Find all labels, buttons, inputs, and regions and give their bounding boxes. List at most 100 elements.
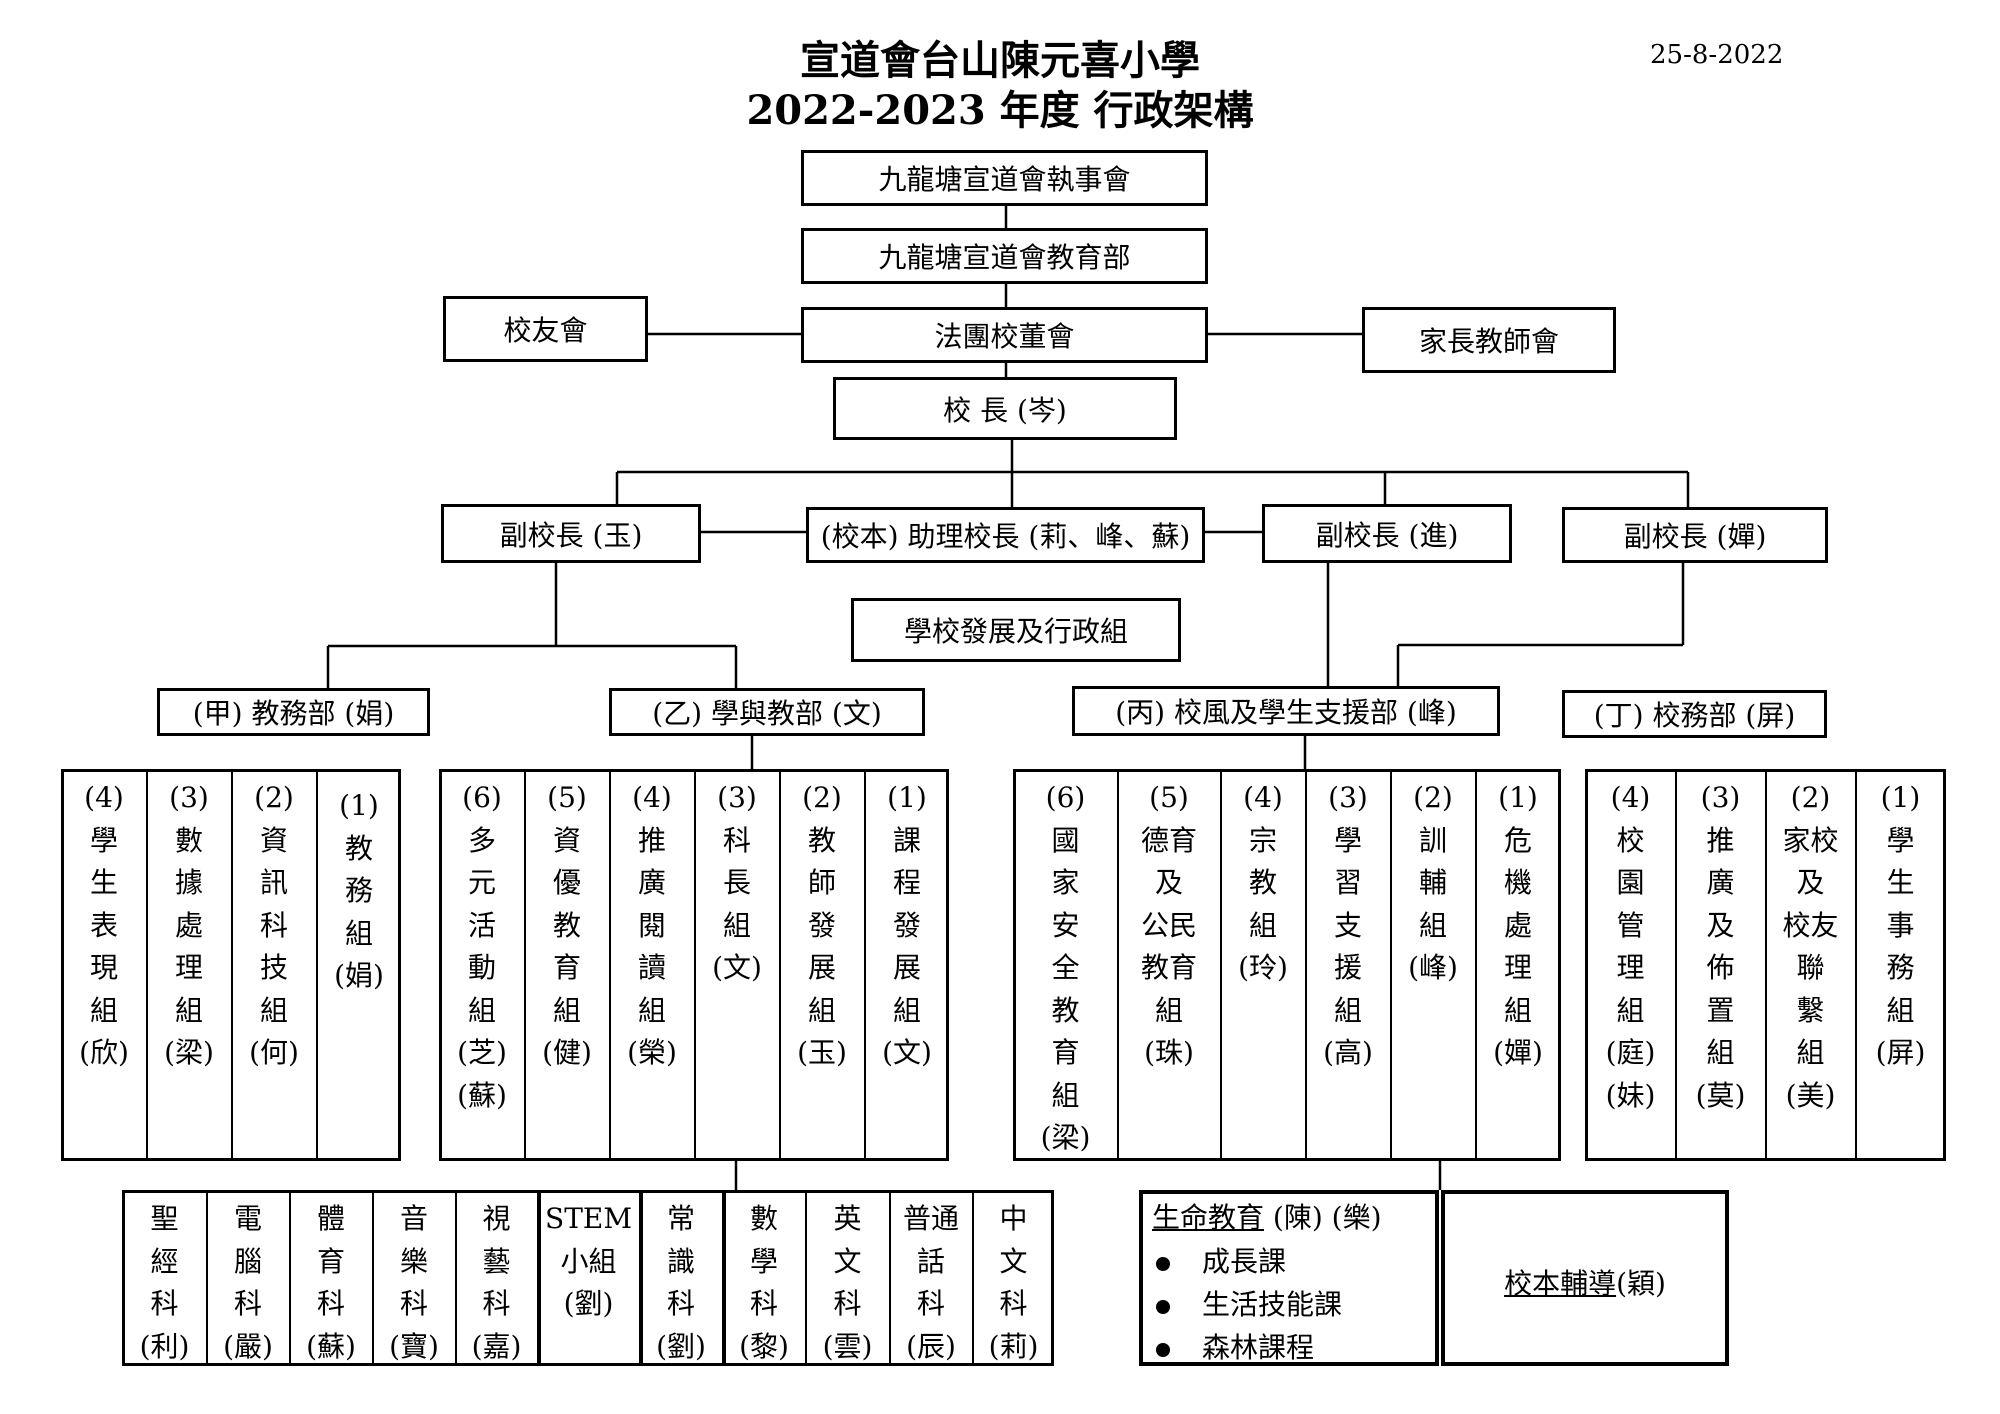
column-text: (娟) [334, 959, 384, 992]
column-text: 元 [467, 866, 496, 899]
column-text: 全 [1051, 951, 1080, 984]
column-text: (莫) [1695, 1078, 1746, 1112]
column-text: 教 [552, 908, 581, 942]
column-text: (4) [632, 781, 672, 814]
column-text: (5) [547, 781, 587, 814]
chinese-subject: 中文科(莉) [972, 1190, 1055, 1368]
column-text: 管 [1616, 908, 1645, 942]
column-text: 文 [999, 1244, 1028, 1278]
column-text: 園 [1616, 866, 1645, 899]
column-text: 腦 [233, 1244, 262, 1278]
column-text: 支 [1333, 908, 1362, 942]
column-text: 組 [637, 993, 666, 1027]
column-text: (1) [887, 781, 927, 814]
column-text: 展 [807, 951, 836, 984]
teacher-development-group: (2)教師發展組(玉) [779, 769, 865, 1075]
home-school-alumni-group: (2)家校及校友聯繫組(美) [1765, 769, 1856, 1117]
english-subject: 英文科(雲) [805, 1190, 890, 1368]
column-text: 處 [174, 908, 203, 942]
column-text: 育 [316, 1244, 345, 1278]
column-text: (6) [1045, 781, 1086, 814]
column-text: (妹) [1605, 1078, 1656, 1112]
moral-civic-education-group: (5)德育及公民教育組(珠) [1117, 769, 1221, 1075]
column-text: 生 [1886, 866, 1915, 899]
column-text: 課 [892, 823, 921, 857]
column-text: 科 [150, 1287, 179, 1320]
column-text: 教 [344, 831, 373, 865]
column-text: (5) [1149, 781, 1189, 814]
column-text: 識 [666, 1244, 695, 1278]
column-text: (蘇) [306, 1329, 356, 1363]
column-text: 理 [1616, 951, 1645, 984]
column-text: 教育 [1140, 951, 1197, 984]
column-text: 家校 [1782, 823, 1839, 857]
column-text: 科 [999, 1287, 1028, 1320]
alumni-box: 校友會 [443, 296, 648, 362]
learning-support-group: (3)學習支援組(高) [1305, 769, 1391, 1075]
column-text: 科 [833, 1287, 862, 1320]
dept-school-affairs-box: (丁) 校務部 (屏) [1562, 690, 1827, 738]
chart-subtitle: 2022-2023 年度 行政架構 [746, 87, 1254, 134]
column-text: 置 [1706, 993, 1735, 1027]
column-text: 務 [1886, 951, 1915, 984]
dept-student-support-box: (丙) 校風及學生支援部 (峰) [1072, 686, 1500, 736]
column-text: 組 [1796, 1036, 1825, 1069]
column-text: 組 [807, 993, 836, 1027]
column-text: 宗 [1248, 823, 1277, 857]
gifted-education-group: (5)資優教育組(健) [524, 769, 610, 1075]
column-text: (文) [712, 951, 762, 984]
column-text: (辰) [906, 1329, 956, 1363]
column-text: 援 [1333, 951, 1362, 984]
column-text: (2) [1413, 781, 1453, 814]
column-text: 據 [174, 866, 203, 899]
column-text: (寶) [389, 1329, 439, 1363]
column-text: 科 [916, 1287, 945, 1320]
column-text: (庭) [1605, 1036, 1656, 1069]
curriculum-development-group: (1) 課程發展組 (文) [864, 769, 950, 1075]
column-text: 及 [1796, 866, 1825, 899]
column-text: 音 [399, 1202, 428, 1235]
education-dept-box: 九龍塘宣道會教育部 [801, 228, 1208, 284]
column-text: (利) [139, 1329, 190, 1363]
column-text: 學 [89, 823, 118, 857]
column-text: (欣) [79, 1036, 129, 1069]
column-text: 師 [807, 866, 836, 899]
column-text: (榮) [627, 1036, 677, 1069]
campus-management-group: (4)校園管理組(庭)(妹) [1585, 769, 1676, 1117]
column-text: (文) [882, 1036, 932, 1069]
column-text: 常 [666, 1202, 695, 1235]
column-text: 發 [892, 908, 921, 942]
column-text: 育 [552, 951, 581, 984]
column-text: 電 [233, 1202, 262, 1235]
column-text: (嘉) [471, 1329, 522, 1363]
column-text: (6) [462, 781, 502, 814]
column-text: (4) [1243, 781, 1283, 814]
putonghua-subject: 普通話科(辰) [889, 1190, 973, 1368]
school-counselling-box [1441, 1190, 1729, 1366]
column-text: 危 [1503, 823, 1532, 857]
column-text: (何) [249, 1036, 299, 1069]
mathematics-subject: 數學科(黎) [722, 1190, 806, 1368]
column-text: (雲) [822, 1329, 873, 1363]
column-text: 習 [1333, 866, 1362, 899]
column-text: 國 [1051, 823, 1080, 857]
column-text: 育 [1051, 1036, 1080, 1069]
column-text: 理 [174, 951, 203, 984]
column-text: 組 [892, 993, 921, 1027]
column-text: 表 [89, 908, 118, 942]
column-text: (2) [254, 781, 294, 814]
column-text: 展 [892, 951, 921, 984]
column-text: 數 [174, 823, 203, 857]
column-text: 科 [666, 1287, 695, 1320]
column-text: (嬋) [1493, 1036, 1543, 1069]
column-text: (3) [1700, 781, 1741, 814]
column-text: 程 [892, 866, 921, 899]
column-text: 科 [233, 1287, 262, 1320]
column-text: 技 [259, 951, 288, 984]
column-text: 推 [637, 823, 666, 857]
dept-academic-box: (甲) 教務部 (娟) [157, 688, 430, 736]
column-text: 及 [1706, 908, 1735, 942]
column-text: 動 [467, 951, 496, 984]
data-processing-group: (3)數據處理組(梁) [146, 769, 232, 1075]
it-group: (2)資訊科技組(何) [231, 769, 317, 1075]
